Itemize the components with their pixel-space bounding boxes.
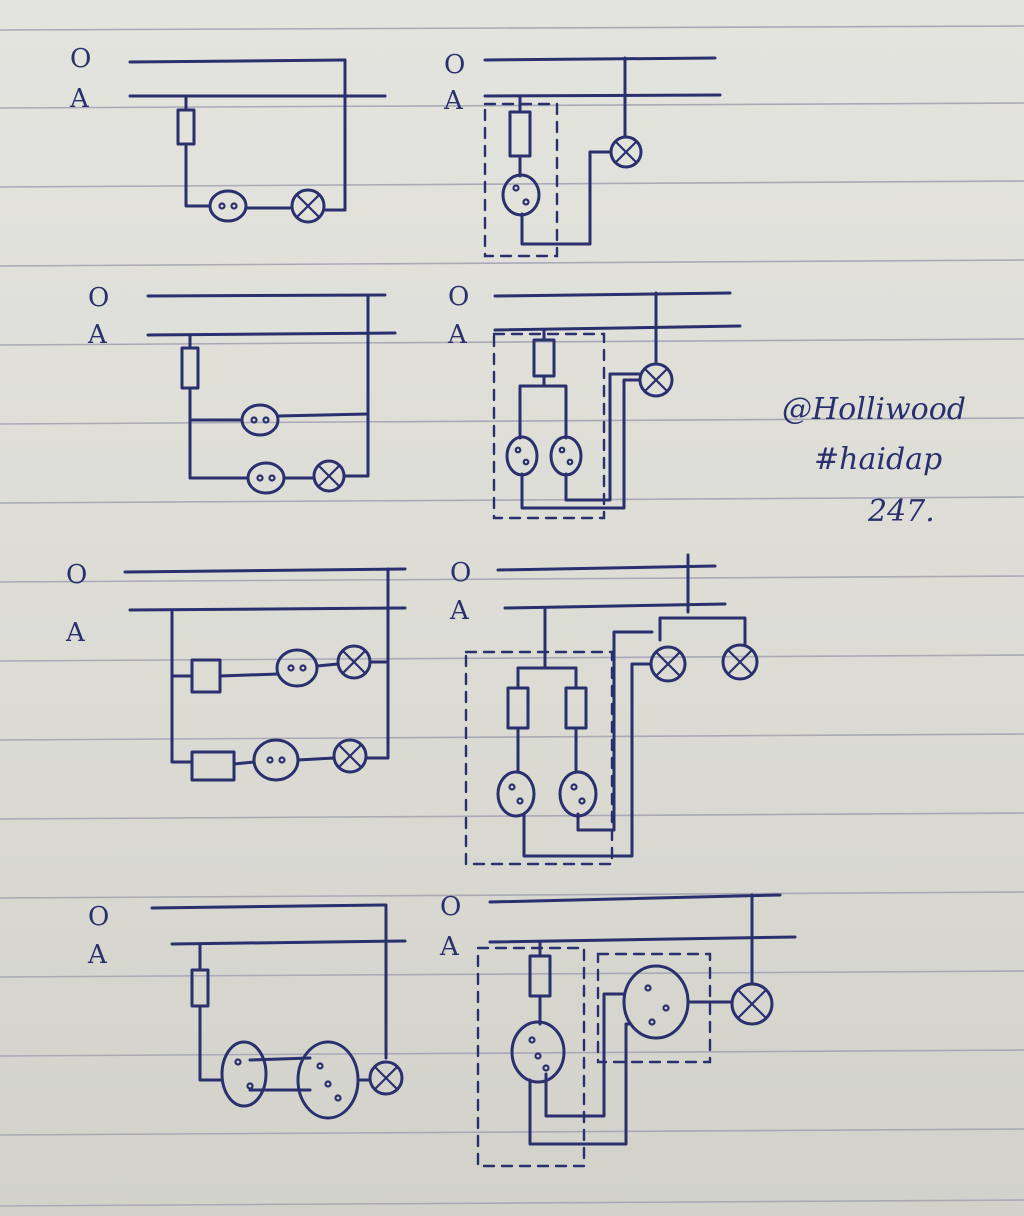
diagram-3-left [123, 567, 407, 782]
double-switch-icon [510, 1020, 566, 1084]
diagram-2-left [146, 293, 397, 495]
neutral-label: O [450, 558, 472, 588]
fuse-icon [532, 338, 556, 378]
ruled-lines [0, 25, 1024, 1207]
lamp-icon [721, 643, 759, 681]
author-handle: @Holliwood [782, 392, 967, 427]
neutral-label: O [444, 50, 466, 80]
lamp-icon [649, 645, 687, 683]
phase-label: A [440, 932, 459, 962]
neutral-label: O [440, 892, 462, 922]
lamp-icon [332, 738, 368, 774]
lamp-icon [638, 362, 674, 398]
diagram-4-right [476, 893, 797, 1168]
fuse-icon [190, 750, 236, 782]
lamp-icon [336, 644, 372, 680]
socket-icon [208, 189, 248, 223]
fuse-icon [528, 954, 552, 998]
phase-label: A [450, 596, 469, 626]
fuse-icon [190, 658, 222, 694]
fuse-icon [176, 108, 196, 146]
double-switch-icon [220, 1040, 268, 1108]
phase-label: A [448, 320, 467, 350]
neutral-label: O [88, 283, 110, 313]
lamp-icon [609, 135, 643, 169]
diagram-4-left [150, 903, 407, 1120]
fuse-icon [506, 686, 530, 730]
switch-icon [501, 173, 541, 217]
lamp-icon [730, 982, 774, 1026]
phase-label: A [66, 618, 85, 648]
double-switch-icon [622, 964, 690, 1040]
hashtag: #haidap [814, 442, 943, 477]
socket-icon [246, 461, 286, 495]
socket-icon [275, 648, 319, 688]
diagram-1-left [128, 58, 387, 224]
fuse-icon [564, 686, 588, 730]
diagram-1-right [483, 56, 722, 258]
neutral-label: O [88, 902, 110, 932]
number-tag: 247. [868, 494, 935, 529]
neutral-label: O [448, 282, 470, 312]
phase-label: A [88, 940, 107, 970]
switch-icon [505, 435, 539, 477]
fuse-icon [508, 110, 532, 158]
phase-label: A [88, 320, 107, 350]
phase-label: A [70, 84, 89, 114]
switch-icon [558, 770, 598, 818]
diagram-2-right [492, 291, 742, 520]
lamp-icon [312, 459, 346, 493]
lamp-icon [290, 188, 326, 224]
neutral-label: O [70, 44, 92, 74]
socket-icon [252, 738, 300, 782]
switch-icon [549, 435, 583, 477]
socket-icon [240, 403, 280, 437]
neutral-label: O [66, 560, 88, 590]
switch-icon [496, 770, 536, 818]
lamp-icon [368, 1060, 404, 1096]
fuse-icon [180, 346, 200, 390]
diagram-3-right [464, 553, 759, 866]
phase-label: A [444, 86, 463, 116]
